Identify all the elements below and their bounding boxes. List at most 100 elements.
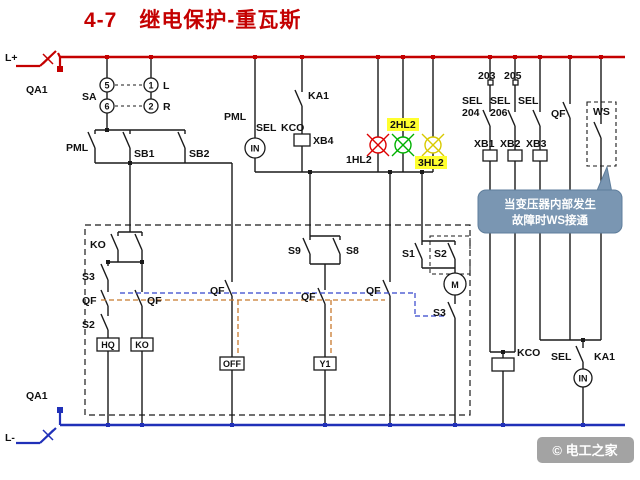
control-box-outline [84, 224, 471, 416]
s9-label: S9 [288, 245, 301, 257]
y1-box-label: Y1 [319, 359, 330, 369]
sa-5: 5 [104, 81, 109, 91]
callout-line-1: 当变压器内部发生 [504, 197, 596, 211]
sel3-label: SEL [518, 95, 539, 107]
sb1-label: SB1 [134, 148, 155, 160]
ka1-coil-label: KA1 [594, 351, 615, 363]
ka1-coil-circle [573, 368, 593, 388]
red-lamp-icon [366, 133, 390, 157]
hq-box-label: HQ [101, 340, 115, 350]
terminal-203-label: 203 [478, 70, 496, 82]
positive-rail-taps [105, 55, 603, 59]
sb2-label: SB2 [189, 148, 210, 160]
qfc-label: QF [210, 285, 225, 297]
hq-box [96, 337, 120, 352]
kco-top-label: KCO [281, 122, 304, 134]
switch-contacts [87, 88, 602, 369]
sa-contact-6 [99, 98, 115, 114]
motor-label: M [451, 280, 459, 290]
kco-box [491, 357, 515, 372]
circle-symbols [99, 77, 593, 388]
off-box [219, 356, 245, 371]
xb3-label: XB3 [526, 138, 547, 150]
qfa-label: QF [82, 295, 97, 307]
s2a-label: S2 [82, 319, 95, 331]
s8-label: S8 [346, 245, 359, 257]
ko-contacts-label: KO [90, 239, 106, 251]
rail-joint-dot-bottom [57, 407, 63, 413]
terminal-204-label: 204 [462, 107, 480, 119]
labels: L+ QA1 QA1 L- SA 5 1 6 2 L R PML SB1 SB2… [5, 52, 615, 444]
sel2-label: SEL [490, 95, 511, 107]
qa1-top-breaker [16, 50, 62, 68]
kco-box-label: KCO [517, 347, 540, 359]
positive-rail-group [16, 50, 625, 72]
negative-rail-taps [106, 423, 585, 427]
sel1-label: SEL [462, 95, 483, 107]
motor-circle [443, 272, 467, 296]
sa-2: 2 [148, 102, 153, 112]
callout-line-2: 故障时WS接通 [512, 213, 589, 227]
page-title: 4-7 继电保护-重瓦斯 [84, 8, 301, 32]
ko-box-label: KO [135, 340, 149, 350]
sa-contact-5 [99, 77, 115, 93]
y1-box [313, 356, 337, 371]
qa1-top-label: QA1 [26, 84, 48, 96]
qfd-label: QF [301, 291, 316, 303]
sa-right-label: R [163, 101, 171, 113]
terminal-206-label: 206 [490, 107, 508, 119]
terminal-205-label: 205 [504, 70, 522, 82]
qf-right-label: QF [551, 108, 566, 120]
ka1-coil-in: IN [579, 374, 588, 384]
indicator-lamps [366, 133, 445, 157]
sel-top-label: SEL [256, 122, 277, 134]
xb1-box [482, 149, 498, 162]
sel-bottom-label: SEL [551, 351, 572, 363]
dashed-regions [84, 84, 617, 416]
ws-dashed-box [586, 101, 617, 167]
xb1-label: XB1 [474, 138, 495, 150]
s1-label: S1 [402, 248, 415, 260]
qa1-bottom-label: QA1 [26, 390, 48, 402]
pml-contact-label: PML [66, 142, 89, 154]
s3a-label: S3 [82, 271, 95, 283]
callout: 当变压器内部发生 故障时WS接通 [477, 165, 623, 234]
ka1-contact-label: KA1 [308, 90, 329, 102]
l-minus-label: L- [5, 432, 15, 444]
pml-coil-label: PML [224, 111, 247, 123]
xb3-box [532, 149, 548, 162]
qa1-top-cross-icon [42, 53, 54, 65]
sa-label: SA [82, 91, 97, 103]
watermark: © 电工之家 [537, 437, 634, 463]
xb4-label: XB4 [313, 135, 334, 147]
s2m-label: S2 [434, 248, 447, 260]
xb2-box [507, 149, 523, 162]
ws-label: WS [593, 106, 610, 118]
sa-contact-1 [143, 77, 159, 93]
hl2-highlight [387, 118, 419, 131]
xb2-label: XB2 [500, 138, 521, 150]
qfb-label: QF [147, 295, 162, 307]
sa-contact-2 [143, 98, 159, 114]
sa-6: 6 [104, 102, 109, 112]
qfe-label: QF [366, 285, 381, 297]
sa-1: 1 [148, 81, 153, 91]
terminal-205 [512, 79, 519, 86]
mechanical-link-orange [101, 299, 385, 356]
watermark-bg [537, 437, 634, 463]
component-boxes [96, 79, 548, 372]
pml-coil-circle [244, 137, 266, 159]
off-box-label: OFF [223, 359, 241, 369]
wiring [87, 57, 602, 425]
lamp2-label: 2HL2 [390, 119, 416, 131]
lamp3-label: 3HL2 [418, 157, 444, 169]
terminal-203 [487, 79, 494, 86]
callout-bubble [477, 189, 623, 234]
junction-dots [105, 128, 585, 354]
qa1-bottom-cross-icon [42, 429, 54, 441]
hl3-highlight [415, 156, 447, 169]
xb4-box [293, 133, 311, 147]
callout-tail [595, 165, 613, 194]
